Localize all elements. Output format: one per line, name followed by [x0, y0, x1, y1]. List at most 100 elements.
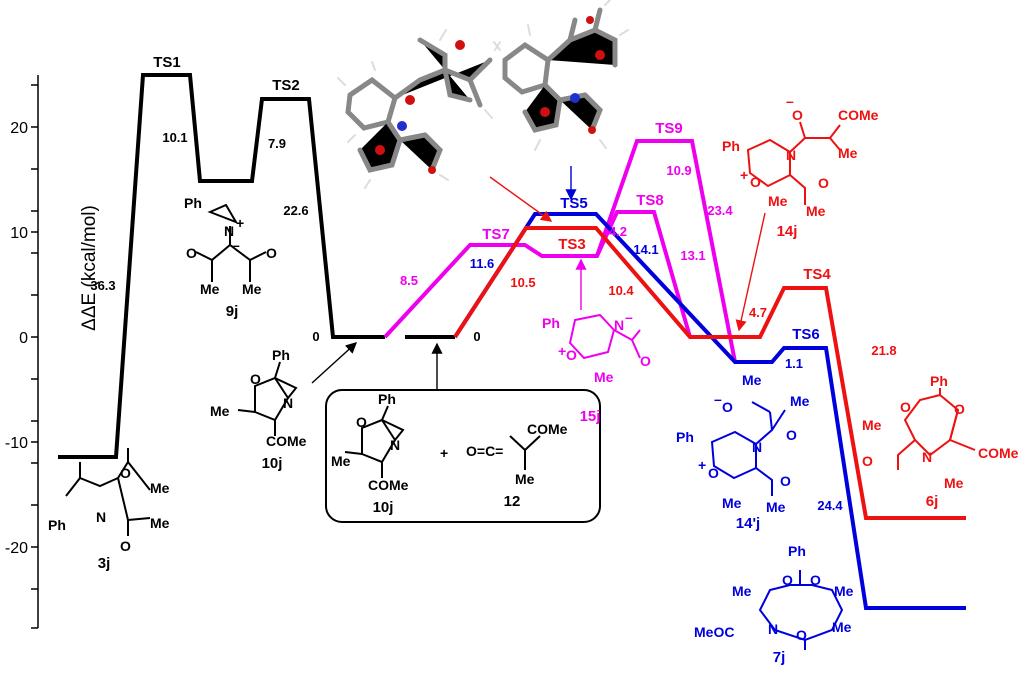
barrier-label: 0: [312, 329, 319, 344]
compound-3j-label: 3j: [98, 555, 111, 572]
chem-me: Me: [838, 145, 858, 161]
compound-6j-structure: Ph O O Me N COMe O Me 6j: [862, 373, 1019, 510]
chem-plus: +: [558, 343, 566, 359]
chem-come: COMe: [266, 433, 307, 449]
barrier-label: 22.6: [283, 203, 308, 218]
chem-n: N: [224, 223, 234, 239]
compound-7j-label: 7j: [773, 649, 786, 666]
compound-10j-label: 10j: [262, 455, 283, 472]
chem-me: Me: [515, 471, 535, 487]
chem-come: COMe: [978, 445, 1019, 461]
chem-me: Me: [150, 515, 170, 531]
arrow-14j-to-level: [735, 212, 766, 332]
barrier-label: 23.4: [707, 203, 733, 218]
chem-n: N: [96, 509, 106, 525]
chem-n: N: [614, 317, 624, 333]
compound-7j-structure: Ph O O Me Me MeOC N Me O 7j: [694, 543, 854, 666]
chem-me: Me: [594, 369, 614, 385]
ts7-label: TS7: [482, 226, 510, 243]
chem-o: O: [722, 399, 733, 415]
ts3-3d-structure: [337, 29, 501, 189]
chem-o: O: [186, 245, 197, 261]
chem-o: O: [708, 465, 719, 481]
chem-me: Me: [806, 203, 826, 219]
chem-n: N: [390, 437, 400, 453]
magenta-pathway-ts9: [595, 139, 737, 363]
chem-o: O: [900, 399, 911, 415]
ts4-label: TS4: [803, 266, 831, 283]
blue-pathway: [453, 212, 966, 610]
barrier-label: 1.1: [785, 356, 803, 371]
barrier-label: 8.5: [400, 273, 418, 288]
compound-3j-structure: O Me N Ph Me O 3j: [48, 448, 170, 572]
chem-me: Me: [768, 193, 788, 209]
ts6-label: TS6: [792, 326, 820, 343]
barrier-label: 0: [473, 329, 480, 344]
compound-6j-label: 6j: [926, 493, 939, 510]
barrier-label: 4.2: [609, 224, 627, 239]
compound-14j-label: 14j: [777, 223, 798, 240]
compound-12-label: 12: [504, 493, 521, 510]
chem-n: N: [752, 439, 762, 455]
ts5-label: TS5: [560, 195, 588, 212]
y-axis-title: ΔΔE (kcal/mol): [79, 205, 100, 331]
tick-label: -20: [5, 540, 28, 557]
chem-o: O: [356, 414, 367, 430]
compound-10j-structure: Ph O N Me COMe 10j: [210, 347, 307, 472]
chem-ph: Ph: [378, 391, 396, 407]
arrow-structure-to-ts3: [489, 176, 553, 222]
chem-me: Me: [766, 499, 786, 515]
chem-o: O: [750, 174, 761, 190]
chem-plus: +: [440, 445, 448, 461]
ts2-label: TS2: [272, 77, 300, 94]
chem-ph: Ph: [272, 347, 290, 363]
chem-o: O: [954, 401, 965, 417]
tick-label: 20: [10, 120, 28, 137]
chem-ph: Ph: [676, 429, 694, 445]
chem-me: Me: [200, 281, 220, 297]
black-pathway: [58, 73, 385, 459]
barrier-label: 10.4: [608, 283, 634, 298]
barrier-label: 10.1: [162, 130, 187, 145]
barrier-label: 13.1: [680, 248, 705, 263]
chem-oc: O=C=: [466, 443, 503, 459]
chem-me: Me: [722, 495, 742, 511]
chem-me: Me: [742, 372, 762, 388]
red-pathway: [453, 226, 966, 520]
chem-minus: –: [786, 93, 794, 109]
chem-ph: Ph: [48, 517, 66, 533]
chem-ph: Ph: [722, 138, 740, 154]
chem-me: Me: [242, 281, 262, 297]
chem-me: Me: [944, 475, 964, 491]
chem-ph: Ph: [184, 195, 202, 211]
chem-plus: +: [236, 215, 244, 231]
chem-n: N: [768, 621, 778, 637]
compound-14pj-label: 14'j: [736, 515, 760, 532]
compound-14j-structure: – O COMe Ph N Me + O O Me Me 14j: [722, 93, 879, 240]
chem-plus: +: [740, 167, 748, 183]
chem-me: Me: [150, 480, 170, 496]
chem-me: Me: [834, 583, 854, 599]
compound-10j-label: 10j: [373, 499, 394, 516]
tick-label: 10: [10, 225, 28, 242]
chem-n: N: [283, 395, 293, 411]
chem-me: Me: [832, 619, 852, 635]
compound-9j-label: 9j: [226, 303, 239, 320]
ts3-label: TS3: [558, 236, 586, 253]
chem-come: COMe: [838, 107, 879, 123]
chem-minus: –: [232, 237, 240, 253]
chem-ph: Ph: [930, 373, 948, 389]
barrier-label: 21.8: [871, 343, 896, 358]
barrier-label: 10.9: [666, 163, 691, 178]
chem-me: Me: [790, 393, 810, 409]
chem-come: COMe: [527, 421, 568, 437]
chem-minus: –: [625, 309, 633, 325]
compound-15j-structure: Ph N – + O O Me 15j: [542, 309, 651, 425]
chem-o: O: [250, 371, 261, 387]
chem-come: COMe: [368, 477, 409, 493]
chem-o: O: [120, 538, 131, 554]
barrier-label: 24.4: [817, 498, 843, 513]
chem-plus: +: [698, 457, 706, 473]
chem-o: O: [786, 427, 797, 443]
